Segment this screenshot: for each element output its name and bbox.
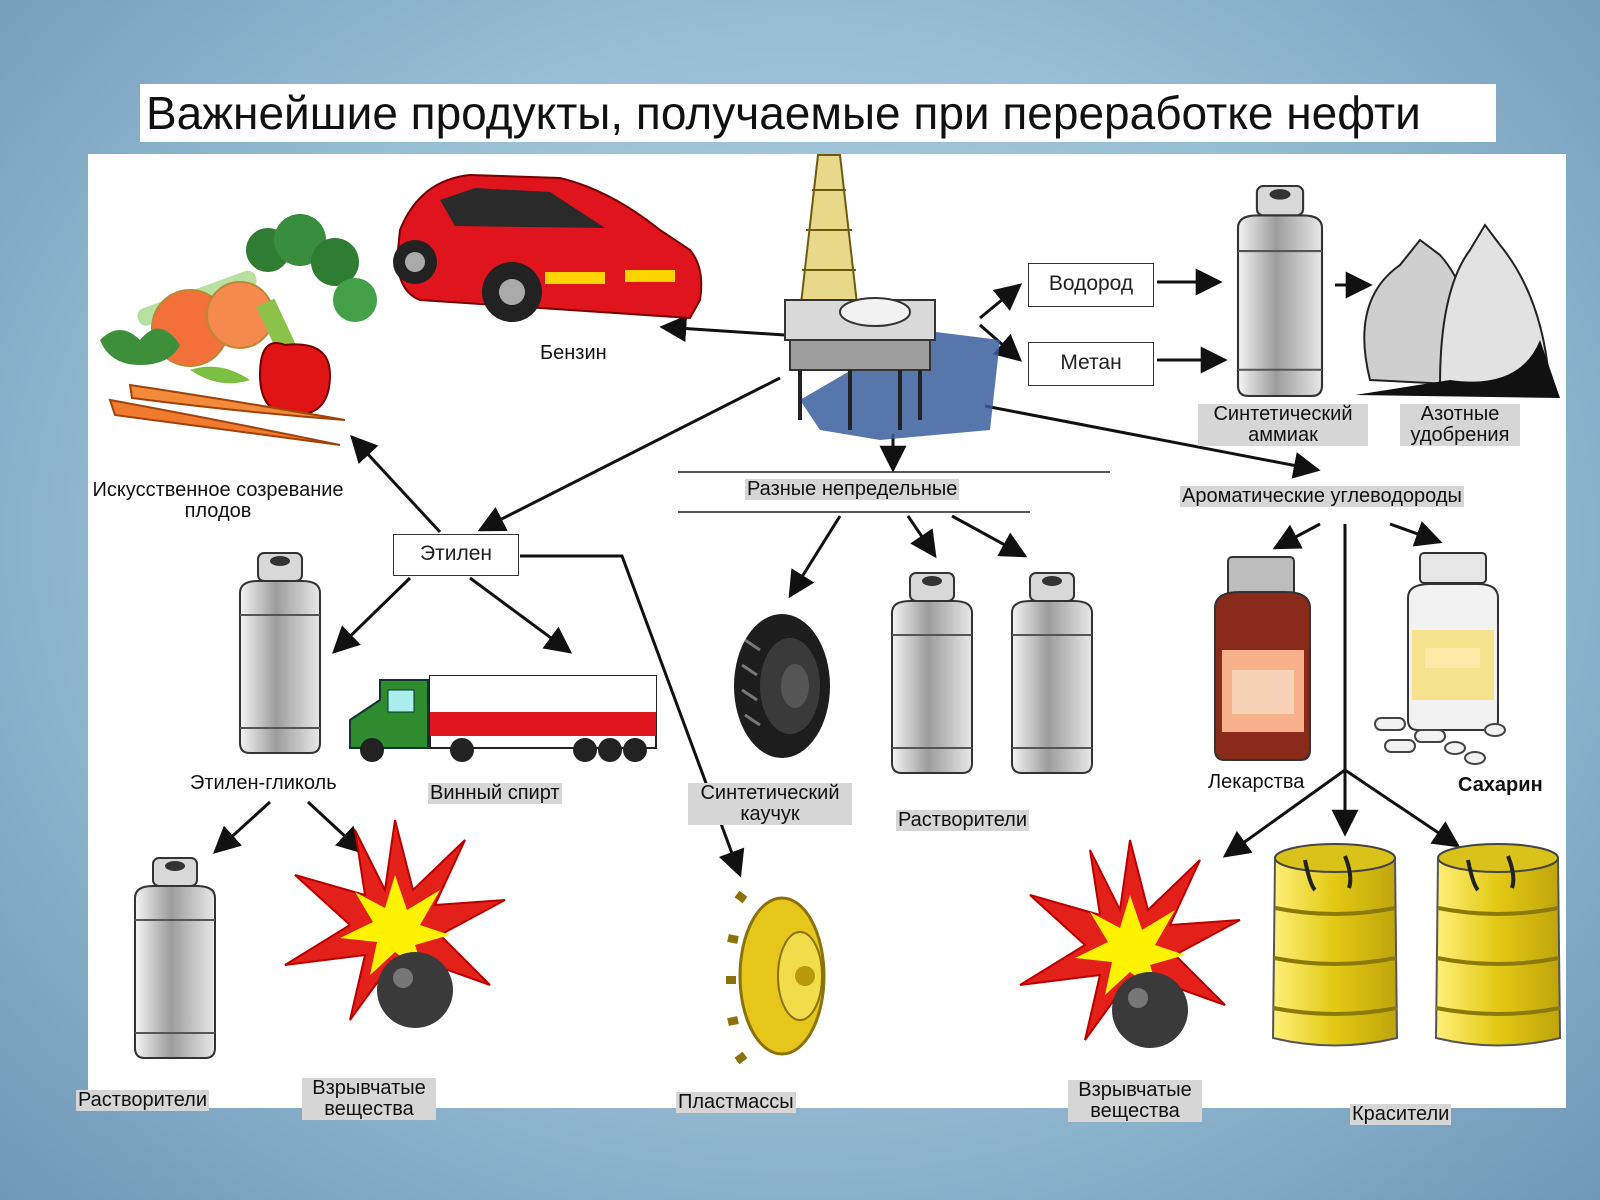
truck-icon	[349, 675, 657, 762]
label-glikol: Этилен-гликоль	[190, 772, 337, 794]
label-rastvoriteli-mid: Растворители	[896, 809, 1030, 831]
label-aromat: Ароматические углеводороды	[1180, 485, 1464, 507]
label-krasiteli: Красители	[1350, 1103, 1452, 1125]
label-kauchuk: Синтетический каучук	[688, 783, 852, 825]
medicine-bottle-icon	[1214, 556, 1311, 761]
label-rastvoriteli-left: Растворители	[76, 1089, 210, 1111]
node-metan: Метан	[1028, 342, 1154, 386]
barrel-icon	[1271, 842, 1399, 1048]
explosion-icon	[1019, 839, 1241, 1049]
oil-platform-icon	[784, 154, 1000, 440]
bottle-icon	[1236, 184, 1324, 398]
bottle-icon	[891, 572, 973, 774]
gear-icon	[726, 890, 826, 1065]
label-vzryv-left: Взрывчатые вещества	[302, 1078, 436, 1120]
barrel-icon	[1434, 842, 1562, 1048]
node-etilen: Этилен	[393, 534, 519, 576]
label-udobreniya: Азотные удобрения	[1400, 404, 1520, 446]
arrows	[213, 268, 1461, 878]
bracket-lines	[678, 471, 1110, 513]
label-vzryv-right: Взрывчатые вещества	[1068, 1080, 1202, 1122]
explosion-icon	[284, 819, 506, 1029]
bottle-icon	[134, 857, 216, 1059]
label-saharin: Сахарин	[1458, 774, 1543, 796]
label-benzin: Бензин	[540, 342, 607, 364]
label-spirt: Винный спирт	[428, 782, 562, 804]
label-sozrevanie: Искусственное созревание плодов	[92, 479, 344, 522]
node-vodorod: Водород	[1028, 263, 1154, 307]
bottle-icon	[239, 552, 321, 754]
pills-icon	[1374, 717, 1506, 765]
label-plastmassy: Пластмассы	[676, 1091, 796, 1113]
slide-title: Важнейшие продукты, получаемые при перер…	[140, 84, 1496, 142]
vegetables-icon	[100, 214, 377, 446]
medicine-bottle-icon	[1407, 552, 1499, 731]
label-ammiak: Синтетический аммиак	[1198, 404, 1368, 446]
bottle-icon	[1011, 572, 1093, 774]
fertilizer-bag-icon	[1355, 223, 1560, 398]
tire-icon	[734, 614, 830, 758]
label-nepredelnye: Разные непредельные	[745, 478, 960, 500]
car-icon	[393, 173, 703, 322]
label-lekarstva: Лекарства	[1208, 771, 1305, 793]
